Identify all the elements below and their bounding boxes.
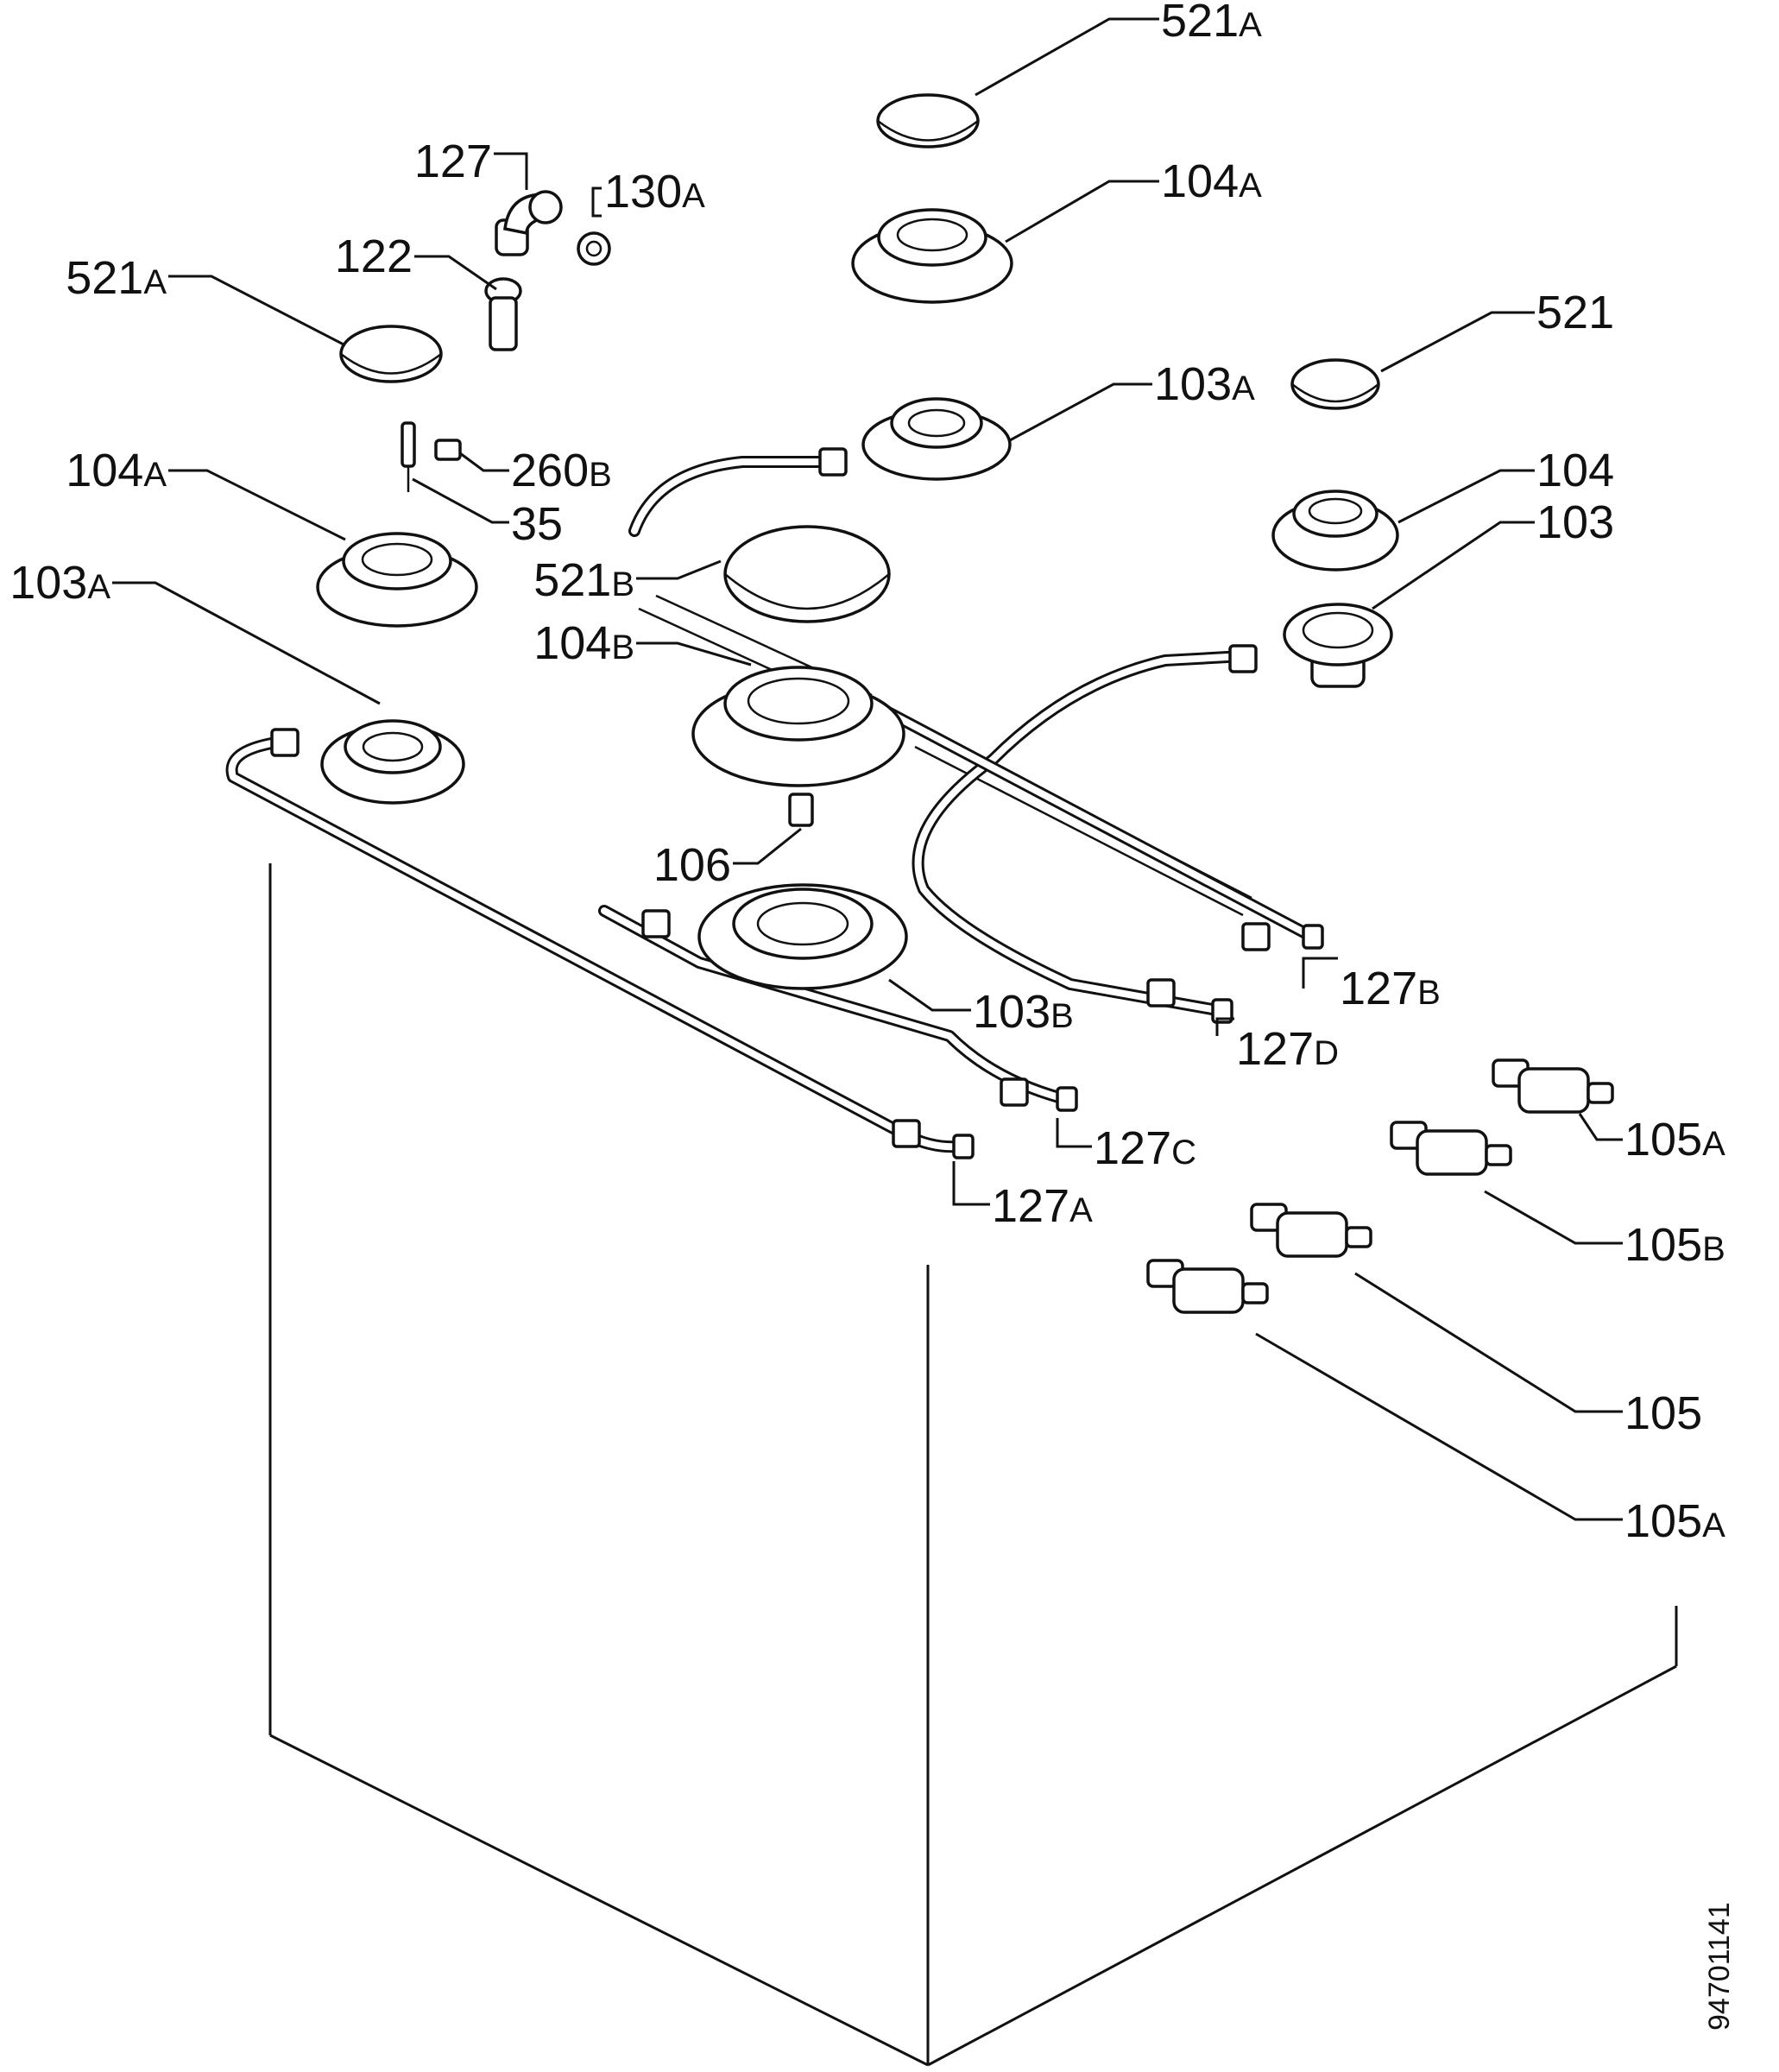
burner-cap-521a-top — [876, 93, 980, 148]
label-103a-mid: 103A — [1154, 358, 1255, 410]
burner-cap-521b — [723, 525, 891, 623]
label-103a-left: 103A — [9, 557, 110, 609]
burner-body-103a-mid — [861, 397, 1012, 481]
gas-tap-105 — [1250, 1203, 1372, 1258]
label-35: 35 — [511, 498, 563, 550]
label-103b: 103B — [973, 986, 1074, 1038]
elbow-fitting-127 — [495, 190, 563, 256]
burner-body-103a-left — [320, 719, 465, 805]
flame-spreader-104b — [691, 666, 905, 787]
washer-130a — [577, 231, 611, 266]
connector-122 — [484, 277, 522, 351]
leader-lines — [112, 17, 1623, 1521]
label-104a-left: 104A — [66, 445, 167, 496]
diagram-code: 94701141 — [1703, 1902, 1736, 2031]
gas-tap-105b — [1390, 1121, 1512, 1176]
label-103: 103 — [1536, 496, 1614, 548]
part-labels: 521A 104A 127 130A 122 521A 521 103A 260… — [9, 0, 1725, 1547]
label-106: 106 — [653, 839, 731, 891]
label-127d: 127D — [1236, 1023, 1339, 1075]
label-521b: 521B — [533, 554, 634, 606]
gas-tap-105a-top — [1492, 1058, 1614, 1114]
label-127: 127 — [414, 136, 492, 187]
gas-pipes — [225, 447, 1324, 1159]
flame-spreader-104a-top — [851, 208, 1013, 304]
label-105: 105 — [1624, 1387, 1702, 1439]
flame-spreader-104a-left — [316, 532, 478, 628]
label-104: 104 — [1536, 445, 1614, 496]
thermocouple-35 — [401, 421, 416, 492]
burner-cap-521 — [1290, 358, 1380, 410]
label-105a-top: 105A — [1624, 1114, 1725, 1166]
burner-body-103 — [1283, 603, 1393, 688]
label-122: 122 — [335, 231, 413, 282]
label-127a: 127A — [992, 1180, 1093, 1232]
label-104b: 104B — [533, 617, 634, 669]
injector-106 — [788, 793, 814, 827]
clip-260b — [434, 439, 462, 461]
label-127c: 127C — [1094, 1122, 1196, 1174]
hob-box-outline — [268, 594, 1678, 2067]
label-521: 521 — [1536, 287, 1614, 338]
burner-cap-521a-left — [339, 325, 443, 383]
label-105a-bottom: 105A — [1624, 1495, 1725, 1547]
label-521a-left: 521A — [66, 252, 167, 304]
label-130a: 130A — [604, 166, 705, 218]
gas-tap-105a-bottom — [1146, 1259, 1269, 1314]
label-260b: 260B — [511, 445, 612, 496]
label-104a-top: 104A — [1161, 155, 1262, 207]
label-521a-top: 521A — [1161, 0, 1262, 47]
label-105b: 105B — [1624, 1219, 1725, 1271]
burner-body-103b — [697, 883, 908, 990]
flame-spreader-104 — [1271, 490, 1399, 572]
label-127b: 127B — [1340, 963, 1441, 1014]
